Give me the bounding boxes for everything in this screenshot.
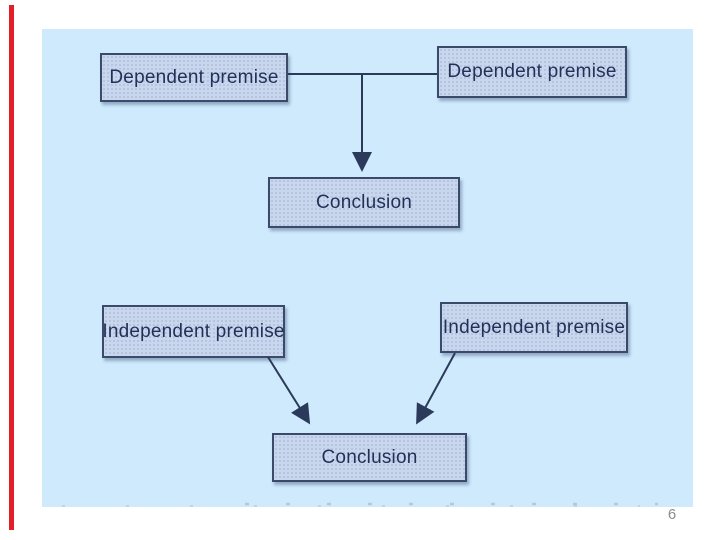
red-accent-bar: [9, 5, 14, 530]
dependent-premise-right-box: Dependent premise: [437, 46, 627, 98]
slide-panel: [42, 29, 693, 507]
dependent-conclusion-box: Conclusion: [268, 177, 460, 228]
independent-premise-left-box: Independent premise: [102, 305, 285, 358]
independent-conclusion-box: Conclusion: [272, 433, 467, 482]
independent-premise-right-box: Independent premise: [440, 302, 628, 353]
page-number: 6: [667, 506, 677, 523]
dependent-premise-left-box: Dependent premise: [100, 53, 288, 102]
